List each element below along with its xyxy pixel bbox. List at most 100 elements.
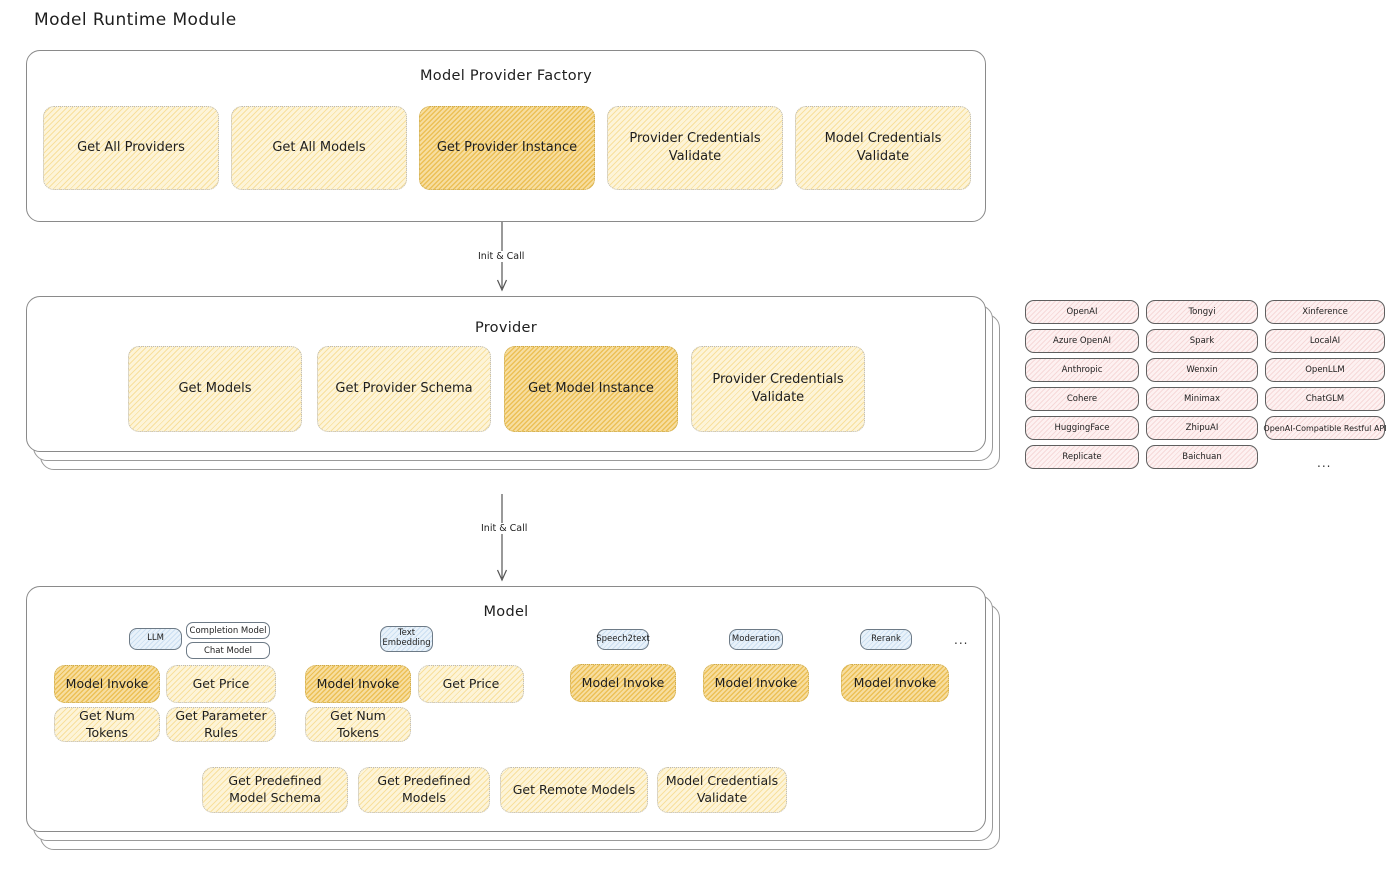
model-pill-chat-model[interactable]: Chat Model bbox=[186, 642, 270, 659]
model-box-label: Model Credentials Validate bbox=[665, 773, 779, 805]
model-types-ellipsis: ... bbox=[954, 633, 969, 647]
provider-pill-baichuan[interactable]: Baichuan bbox=[1146, 445, 1258, 469]
model-box-label: Model Invoke bbox=[316, 675, 400, 691]
rerank-box-model-invoke[interactable]: Model Invoke bbox=[841, 664, 949, 702]
factory-box-get-all-providers[interactable]: Get All Providers bbox=[43, 106, 219, 190]
arrow-provider-to-model bbox=[496, 494, 508, 582]
model-box-get-predefined-model-schema[interactable]: Get Predefined Model Schema bbox=[202, 767, 348, 813]
model-provider-factory-card: Model Provider Factory Get All Providers… bbox=[26, 50, 986, 222]
model-type-badge-speech2text[interactable]: Speech2text bbox=[596, 629, 650, 650]
provider-pill-openai[interactable]: OpenAI bbox=[1025, 300, 1139, 324]
factory-box-get-provider-instance[interactable]: Get Provider Instance bbox=[419, 106, 595, 190]
llm-box-model-invoke[interactable]: Model Invoke bbox=[54, 665, 160, 703]
factory-title: Model Provider Factory bbox=[419, 68, 593, 84]
llm-box-get-price[interactable]: Get Price bbox=[166, 665, 276, 703]
model-box-label: Get Predefined Model Schema bbox=[228, 773, 322, 805]
model-type-badge-llm[interactable]: LLM bbox=[129, 628, 182, 650]
provider-box-provider-credentials-validate[interactable]: Provider Credentials Validate bbox=[691, 346, 865, 432]
provider-pill-label: ZhipuAI bbox=[1185, 423, 1219, 433]
provider-pill-label: Anthropic bbox=[1061, 365, 1103, 375]
provider-pill-label: ChatGLM bbox=[1305, 394, 1345, 404]
model-type-badge-text-embedding[interactable]: Text Embedding bbox=[380, 626, 433, 652]
model-box-model-credentials-validate[interactable]: Model Credentials Validate bbox=[657, 767, 787, 813]
model-box-label: Get Parameter Rules bbox=[175, 707, 267, 740]
provider-pill-label: Tongyi bbox=[1188, 307, 1216, 317]
provider-pill-minimax[interactable]: Minimax bbox=[1146, 387, 1258, 411]
model-pill-completion-model[interactable]: Completion Model bbox=[186, 622, 270, 639]
provider-box-label: Provider Credentials Validate bbox=[712, 372, 844, 405]
provider-pill-label: Cohere bbox=[1066, 394, 1098, 404]
factory-box-get-all-models[interactable]: Get All Models bbox=[231, 106, 407, 190]
provider-pill-label: LocalAI bbox=[1309, 336, 1341, 346]
model-box-label: Get Price bbox=[192, 675, 250, 691]
provider-pill-label: Minimax bbox=[1184, 394, 1220, 404]
model-type-badge-rerank[interactable]: Rerank bbox=[860, 629, 912, 650]
provider-pill-label: Xinference bbox=[1302, 307, 1348, 317]
provider-pill-openai-compatible-restful-api[interactable]: OpenAI-Compatible Restful API bbox=[1263, 416, 1387, 440]
model-pill-label: Completion Model bbox=[189, 625, 267, 636]
provider-pill-label: Baichuan bbox=[1182, 452, 1222, 462]
provider-pill-anthropic[interactable]: Anthropic bbox=[1025, 358, 1139, 382]
model-card-stack: Model LLM Completion Model Chat Model Mo… bbox=[26, 586, 1000, 850]
provider-card-stack: Provider Get Models Get Provider Schema … bbox=[26, 296, 1000, 470]
model-type-badge-label: Speech2text bbox=[596, 633, 650, 644]
provider-pill-openllm[interactable]: OpenLLM bbox=[1265, 358, 1385, 382]
text-embedding-box-get-price[interactable]: Get Price bbox=[418, 665, 524, 703]
provider-pill-spark[interactable]: Spark bbox=[1146, 329, 1258, 353]
model-box-label: Model Invoke bbox=[714, 674, 798, 690]
speech2text-box-model-invoke[interactable]: Model Invoke bbox=[570, 664, 676, 702]
provider-list-ellipsis: ... bbox=[1317, 456, 1332, 470]
provider-pill-zhipuai[interactable]: ZhipuAI bbox=[1146, 416, 1258, 440]
factory-box-model-credentials-validate[interactable]: Model Credentials Validate bbox=[795, 106, 971, 190]
provider-pill-huggingface[interactable]: HuggingFace bbox=[1025, 416, 1139, 440]
llm-box-get-num-tokens[interactable]: Get Num Tokens bbox=[54, 707, 160, 742]
provider-pill-label: Spark bbox=[1189, 336, 1215, 346]
model-type-badge-label: Rerank bbox=[871, 633, 901, 644]
model-box-label: Get Num Tokens bbox=[79, 707, 135, 740]
moderation-box-model-invoke[interactable]: Model Invoke bbox=[703, 664, 809, 702]
provider-box-get-provider-schema[interactable]: Get Provider Schema bbox=[317, 346, 491, 432]
llm-box-get-parameter-rules[interactable]: Get Parameter Rules bbox=[166, 707, 276, 742]
factory-box-label: Provider Credentials Validate bbox=[629, 131, 761, 164]
provider-box-label: Get Provider Schema bbox=[335, 381, 473, 397]
provider-pill-localai[interactable]: LocalAI bbox=[1265, 329, 1385, 353]
provider-pill-azure-openai[interactable]: Azure OpenAI bbox=[1025, 329, 1139, 353]
model-box-label: Model Invoke bbox=[65, 675, 149, 691]
model-box-label: Model Invoke bbox=[853, 674, 937, 690]
provider-box-get-models[interactable]: Get Models bbox=[128, 346, 302, 432]
provider-pill-cohere[interactable]: Cohere bbox=[1025, 387, 1139, 411]
text-embedding-box-model-invoke[interactable]: Model Invoke bbox=[305, 665, 411, 703]
provider-pill-replicate[interactable]: Replicate bbox=[1025, 445, 1139, 469]
provider-box-label: Get Models bbox=[178, 381, 252, 397]
provider-pill-xinference[interactable]: Xinference bbox=[1265, 300, 1385, 324]
supported-providers-list: OpenAI Azure OpenAI Anthropic Cohere Hug… bbox=[1025, 300, 1387, 480]
provider-title: Provider bbox=[474, 320, 538, 336]
model-type-badge-label: LLM bbox=[147, 633, 164, 644]
provider-pill-label: Wenxin bbox=[1186, 365, 1218, 375]
provider-box-get-model-instance[interactable]: Get Model Instance bbox=[504, 346, 678, 432]
factory-box-label: Get Provider Instance bbox=[436, 140, 578, 156]
provider-box-label: Get Model Instance bbox=[528, 381, 654, 397]
provider-pill-chatglm[interactable]: ChatGLM bbox=[1265, 387, 1385, 411]
model-title: Model bbox=[483, 604, 529, 620]
provider-pill-label: OpenLLM bbox=[1305, 365, 1345, 375]
provider-pill-tongyi[interactable]: Tongyi bbox=[1146, 300, 1258, 324]
model-box-get-remote-models[interactable]: Get Remote Models bbox=[500, 767, 648, 813]
factory-box-provider-credentials-validate[interactable]: Provider Credentials Validate bbox=[607, 106, 783, 190]
model-type-badge-moderation[interactable]: Moderation bbox=[729, 629, 783, 650]
factory-box-label: Get All Models bbox=[272, 140, 366, 156]
arrow-label-init-call-2: Init & Call bbox=[478, 523, 531, 534]
provider-pill-label: Azure OpenAI bbox=[1053, 336, 1111, 346]
provider-pill-label: OpenAI-Compatible Restful API bbox=[1263, 423, 1387, 433]
model-box-label: Get Price bbox=[442, 675, 500, 691]
arrow-label-init-call-1: Init & Call bbox=[475, 251, 528, 262]
provider-pill-label: HuggingFace bbox=[1054, 423, 1110, 433]
model-pill-label: Chat Model bbox=[203, 645, 253, 656]
provider-pill-wenxin[interactable]: Wenxin bbox=[1146, 358, 1258, 382]
model-box-get-predefined-models[interactable]: Get Predefined Models bbox=[358, 767, 490, 813]
factory-box-label: Model Credentials Validate bbox=[824, 131, 942, 164]
model-box-label: Get Num Tokens bbox=[330, 707, 386, 740]
text-embedding-box-get-num-tokens[interactable]: Get Num Tokens bbox=[305, 707, 411, 742]
factory-box-label: Get All Providers bbox=[77, 140, 185, 156]
